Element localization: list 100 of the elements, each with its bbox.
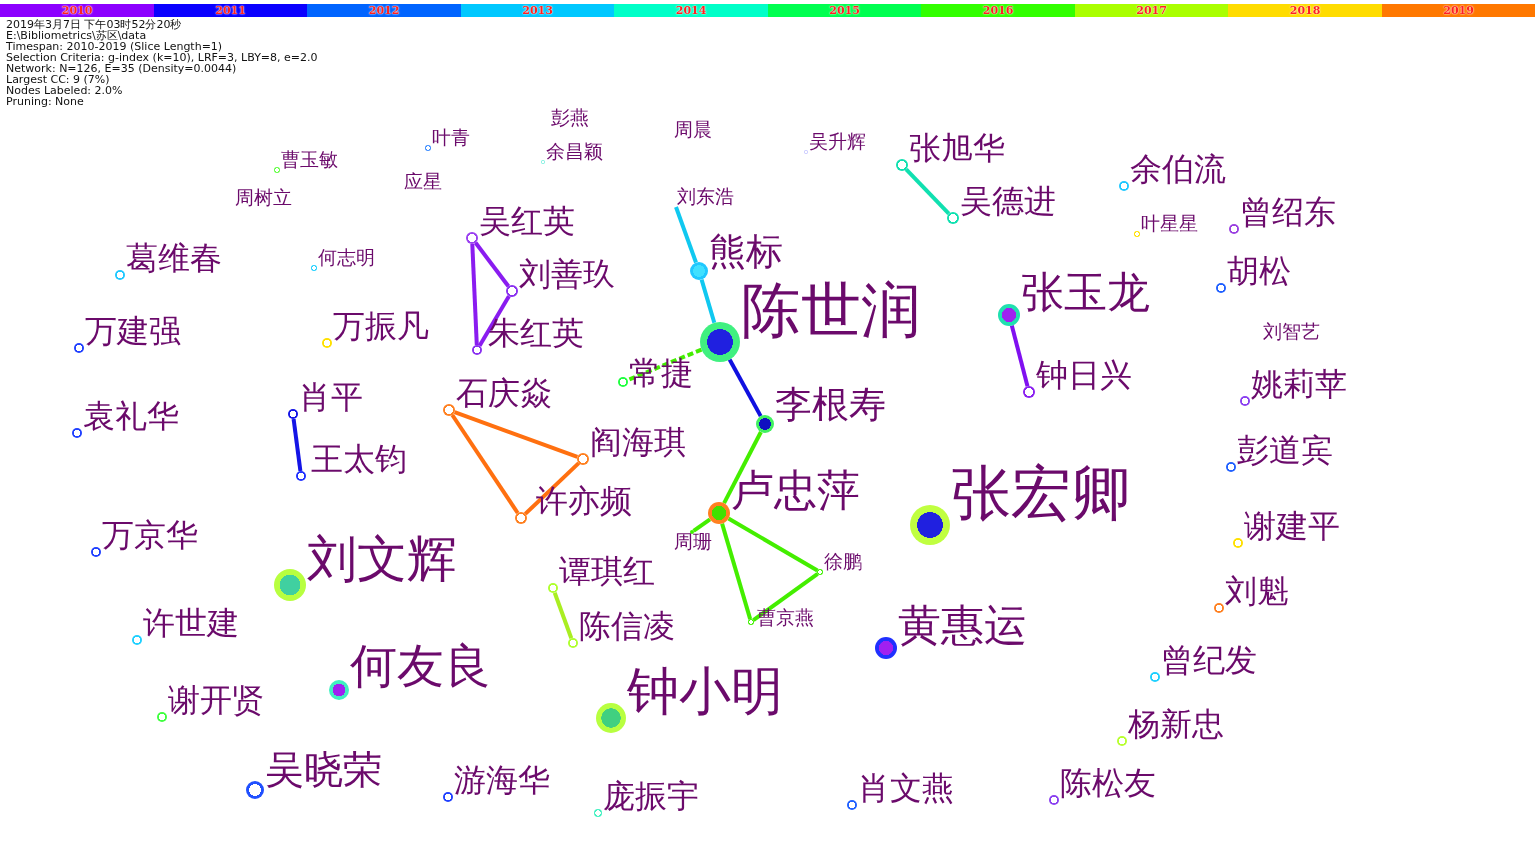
node-circle — [74, 343, 84, 353]
node-circle — [756, 415, 774, 433]
node-circle — [443, 404, 455, 416]
node-circle — [311, 265, 317, 271]
author-name: 庞振宇 — [603, 780, 699, 813]
node-circle — [1233, 538, 1243, 548]
info-line: Selection Criteria: g-index (k=10), LRF=3, LBY=8, e=2.0 — [6, 52, 318, 63]
author-name: 张宏卿 — [951, 464, 1131, 524]
year-label: 2010 — [61, 4, 92, 17]
year-label: 2019 — [1443, 4, 1474, 17]
author-name: 曹玉敏 — [281, 151, 338, 170]
link-line — [477, 295, 511, 347]
author-name: 应星 — [404, 173, 442, 192]
node-circle — [506, 285, 518, 297]
author-name: 陈世润 — [741, 281, 921, 341]
author-name: 姚莉苹 — [1251, 368, 1347, 401]
link-line — [1009, 325, 1030, 387]
node-circle — [804, 150, 808, 154]
link-line — [523, 461, 581, 516]
year-label: 2017 — [1136, 4, 1167, 17]
author-name: 万建强 — [85, 315, 181, 348]
author-name: 刘善玖 — [519, 258, 615, 291]
node-circle — [288, 409, 298, 419]
author-name: 吴晓荣 — [265, 750, 382, 790]
link-line — [752, 572, 819, 622]
author-name: 谢开贤 — [168, 684, 264, 717]
link-line — [692, 517, 712, 533]
author-name: 肖文燕 — [858, 772, 954, 805]
node-circle — [708, 502, 730, 524]
author-name: 李根寿 — [775, 386, 886, 424]
author-name: 周树立 — [235, 189, 292, 208]
author-name: 吴红英 — [479, 205, 575, 238]
author-name: 刘文辉 — [307, 533, 457, 584]
author-name: 钟日兴 — [1036, 359, 1132, 392]
author-name: 刘魁 — [1225, 575, 1289, 608]
node-circle — [296, 471, 306, 481]
info-line: 2019年3月7日 下午03时52分20秒 — [6, 19, 182, 30]
author-name: 何志明 — [318, 249, 375, 268]
year-label: 2018 — [1289, 4, 1320, 17]
node-circle — [594, 809, 602, 817]
node-circle — [1117, 736, 1127, 746]
node-circle — [466, 232, 478, 244]
node-circle — [875, 637, 897, 659]
node-circle — [1134, 231, 1140, 237]
node-circle — [1150, 672, 1160, 682]
author-name: 许世建 — [143, 607, 239, 640]
year-label: 2014 — [675, 4, 706, 17]
author-name: 彭燕 — [551, 109, 589, 128]
author-name: 肖平 — [299, 381, 363, 414]
author-name: 吴德进 — [960, 185, 1056, 218]
author-name: 何友良 — [350, 642, 491, 689]
node-circle — [847, 800, 857, 810]
node-circle — [577, 453, 589, 465]
node-circle — [700, 322, 740, 362]
node-circle — [1023, 386, 1035, 398]
author-name: 阎海琪 — [590, 426, 686, 459]
node-circle — [541, 160, 545, 164]
info-line: Network: N=126, E=35 (Density=0.0044) — [6, 63, 237, 74]
info-line: Pruning: None — [6, 96, 84, 107]
author-name: 周晨 — [674, 121, 712, 140]
author-name: 叶青 — [432, 129, 470, 148]
node-circle — [472, 345, 482, 355]
author-name: 万京华 — [102, 519, 198, 552]
author-name: 刘智艺 — [1263, 323, 1320, 342]
node-circle — [998, 304, 1020, 326]
author-name: 陈信凌 — [579, 610, 675, 643]
info-line: Timespan: 2010-2019 (Slice Length=1) — [6, 41, 223, 52]
author-name: 黄惠运 — [898, 604, 1027, 648]
year-label: 2013 — [522, 4, 553, 17]
node-circle — [596, 703, 626, 733]
author-name: 游海华 — [454, 764, 550, 797]
node-circle — [817, 569, 823, 575]
node-circle — [329, 680, 349, 700]
node-circle — [157, 712, 167, 722]
author-name: 刘东浩 — [677, 188, 734, 207]
author-name: 张玉龙 — [1021, 271, 1150, 315]
link-line — [674, 206, 698, 264]
node-circle — [548, 583, 558, 593]
node-circle — [322, 338, 332, 348]
author-name: 曹京燕 — [757, 609, 814, 628]
link-line — [450, 413, 520, 515]
node-circle — [132, 635, 142, 645]
node-circle — [1226, 462, 1236, 472]
author-name: 曾纪发 — [1161, 644, 1257, 677]
author-name: 万振凡 — [333, 310, 429, 343]
author-name: 谢建平 — [1244, 510, 1340, 543]
info-line: E:\Bibliometrics\苏区\data — [6, 30, 147, 41]
node-circle — [1229, 224, 1239, 234]
node-circle — [91, 547, 101, 557]
node-circle — [246, 781, 264, 799]
node-circle — [1119, 181, 1129, 191]
year-label: 2011 — [215, 4, 246, 17]
node-circle — [274, 167, 280, 173]
node-circle — [115, 270, 125, 280]
author-name: 余昌颖 — [546, 143, 603, 162]
node-circle — [568, 638, 578, 648]
link-line — [474, 241, 510, 288]
author-name: 袁礼华 — [83, 400, 179, 433]
author-name: 石庆焱 — [456, 377, 552, 410]
author-name: 彭道宾 — [1237, 434, 1333, 467]
